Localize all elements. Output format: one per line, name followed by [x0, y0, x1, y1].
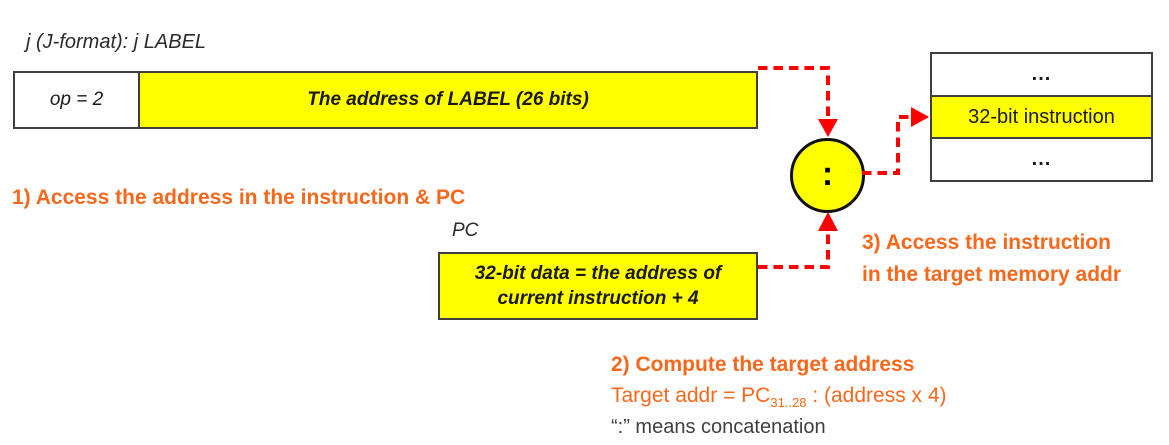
step1-annotation: 1) Access the address in the instruction…: [12, 186, 466, 209]
pc-register-label: PC: [452, 220, 479, 241]
arrow-circle-to-memory: [862, 107, 929, 175]
arrow-pc-to-circle: [758, 212, 838, 269]
pc-value-line1: 32-bit data = the address of: [474, 263, 722, 284]
address-field: The address of LABEL (26 bits): [140, 73, 756, 127]
step3-annotation: 3) Access the instruction in the target …: [862, 227, 1121, 291]
colon-concatenation-symbol: :: [821, 154, 834, 193]
step2-concatenation-note: “:” means concatenation: [611, 416, 826, 439]
concatenation-node: :: [790, 138, 865, 213]
memory-row-target-instruction: 32-bit instruction: [932, 94, 1151, 140]
step3-line1: 3) Access the instruction: [862, 231, 1111, 254]
memory-box: ... 32-bit instruction ...: [930, 52, 1153, 182]
formula-subscript: 31..28: [770, 395, 807, 411]
pc-register-box: 32-bit data = the address of current ins…: [438, 252, 758, 320]
op-field: op = 2: [15, 73, 140, 127]
formula-suffix: : (address x 4): [806, 384, 947, 407]
step2-title: 2) Compute the target address: [611, 353, 915, 376]
j-format-instruction-bar: op = 2 The address of LABEL (26 bits): [13, 71, 758, 129]
memory-row-below: ...: [932, 139, 1151, 181]
step2-target-address-formula: Target addr = PC31..28 : (address x 4): [611, 384, 947, 410]
diagram-title: j (J-format): j LABEL: [26, 31, 207, 53]
step3-line2: in the target memory addr: [862, 263, 1122, 286]
formula-prefix: Target addr = PC: [611, 384, 771, 407]
memory-row-above: ...: [932, 54, 1151, 95]
arrow-address-to-circle: [758, 66, 838, 137]
pc-value-line2: current instruction + 4: [497, 288, 699, 309]
step2-annotation: 2) Compute the target address Target add…: [611, 353, 947, 439]
